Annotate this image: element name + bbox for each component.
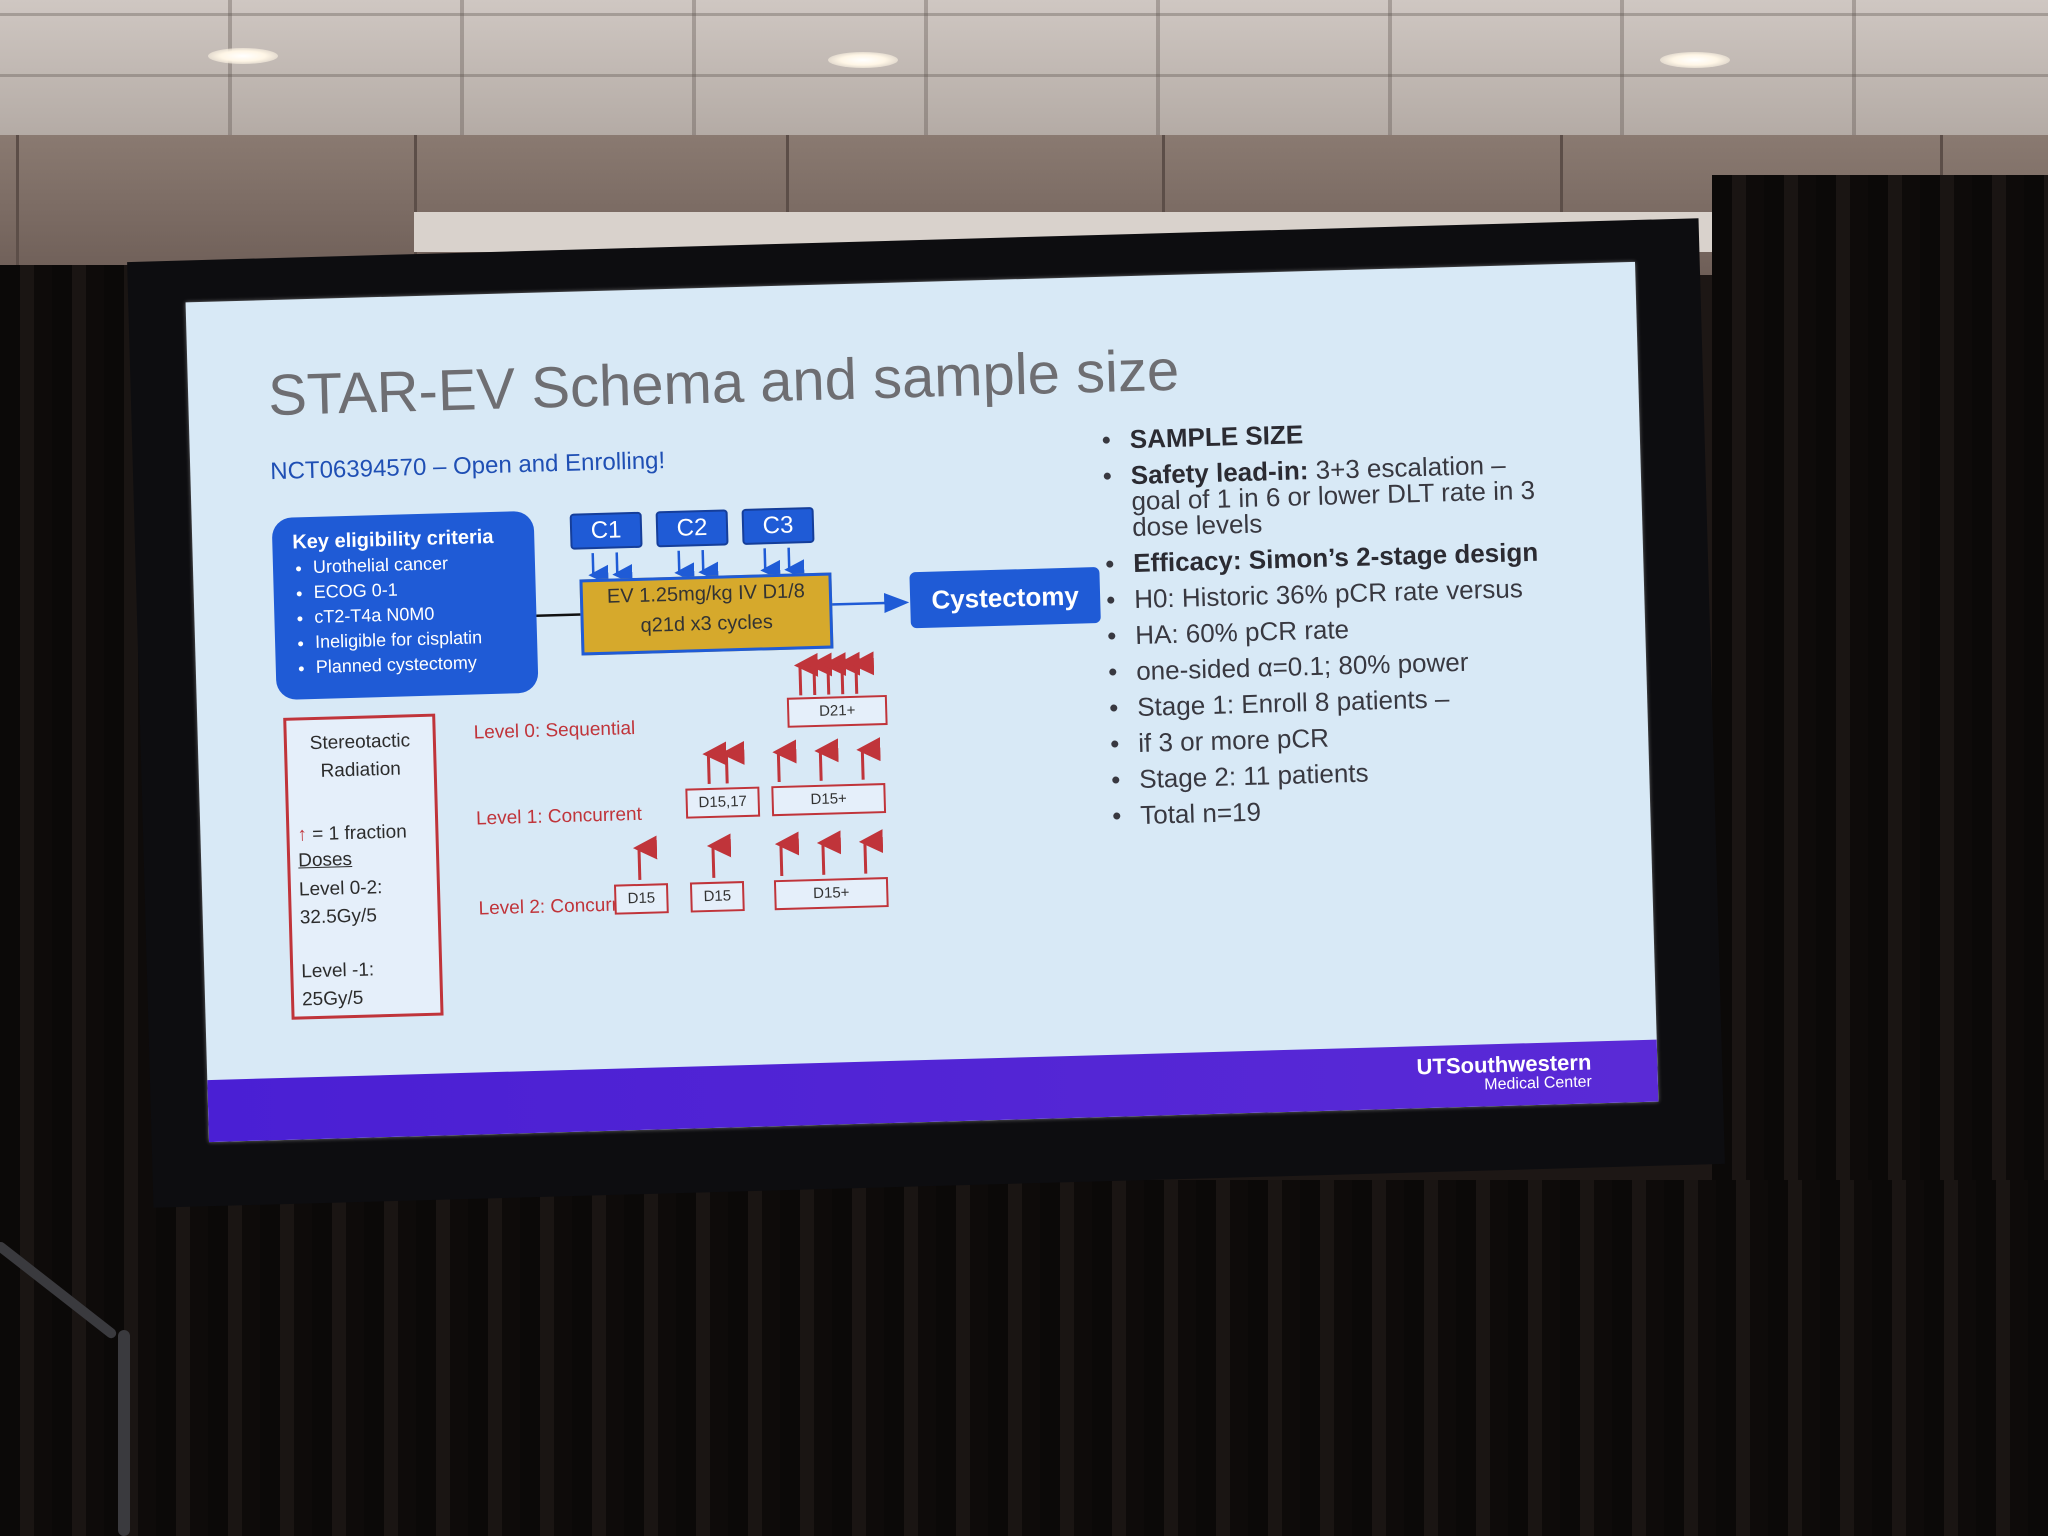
bullet-item: one-sided α=0.1; 80% power xyxy=(1108,647,1549,686)
brand-logo: UTSouthwestern Medical Center xyxy=(1416,1049,1593,1094)
day-box-d15: D15 xyxy=(689,881,745,913)
cycle-c2: C2 xyxy=(655,509,729,548)
dose-level-minus-1: Level -1: 25Gy/5 xyxy=(301,959,375,1011)
ceiling-light xyxy=(1660,52,1730,68)
ceiling-light xyxy=(208,48,278,64)
fraction-arrows xyxy=(632,651,884,880)
day-box-d15-17: D15,17 xyxy=(685,786,761,819)
bullet-item: HA: 60% pCR rate xyxy=(1107,611,1548,650)
day-box-d21: D21+ xyxy=(786,694,888,728)
bullet-item: Efficacy: Simon’s 2-stage design xyxy=(1105,537,1546,578)
ev-treatment-box: EV 1.25mg/kg IV D1/8 q21d x3 cycles xyxy=(579,572,834,656)
bullet-item: Stage 2: 11 patients xyxy=(1111,754,1552,794)
projected-slide: STAR-EV Schema and sample size NCT063945… xyxy=(185,261,1659,1143)
ceiling xyxy=(0,0,2048,135)
bullet-item: Stage 1: Enroll 8 patients – xyxy=(1109,682,1550,722)
radiation-legend-box: Stereotactic Radiation ↑ = 1 fraction Do… xyxy=(283,713,444,1020)
level-0-label: Level 0: Sequential xyxy=(473,718,636,744)
day-box-d15plus: D15+ xyxy=(773,877,889,911)
sample-size-bullets: SAMPLE SIZE Safety lead-in: 3+3 escalati… xyxy=(1101,415,1552,839)
day-box-d15plus: D15+ xyxy=(771,783,887,817)
fraction-legend: ↑ = 1 fraction xyxy=(297,821,408,846)
bullet-item: Safety lead-in: 3+3 escalation – goal of… xyxy=(1102,450,1544,542)
cycle-c3: C3 xyxy=(741,506,815,545)
cycle-c1: C1 xyxy=(569,511,643,550)
doses-label: Doses xyxy=(297,848,353,872)
stair-railing-post xyxy=(118,1330,130,1536)
level-1-label: Level 1: Concurrent xyxy=(475,803,643,830)
dose-level-0-2: Level 0-2: 32.5Gy/5 xyxy=(298,877,383,929)
ceiling-light xyxy=(828,52,898,68)
fraction-arrow-icon: ↑ xyxy=(297,824,308,846)
cycle-arrows xyxy=(588,547,805,585)
bullet-item: if 3 or more pCR xyxy=(1110,718,1551,758)
bullet-item: H0: Historic 36% pCR rate versus xyxy=(1106,573,1547,614)
schema-arrows xyxy=(536,547,910,880)
day-box-d15: D15 xyxy=(613,883,669,915)
to-cystectomy-arrow xyxy=(830,593,910,614)
eligibility-connector xyxy=(536,613,581,617)
radiation-title: Stereotactic Radiation xyxy=(309,730,411,782)
bullet-item: Total n=19 xyxy=(1112,790,1553,830)
cystectomy-box: Cystectomy xyxy=(909,566,1101,629)
bottom-curtain xyxy=(0,1180,2048,1536)
